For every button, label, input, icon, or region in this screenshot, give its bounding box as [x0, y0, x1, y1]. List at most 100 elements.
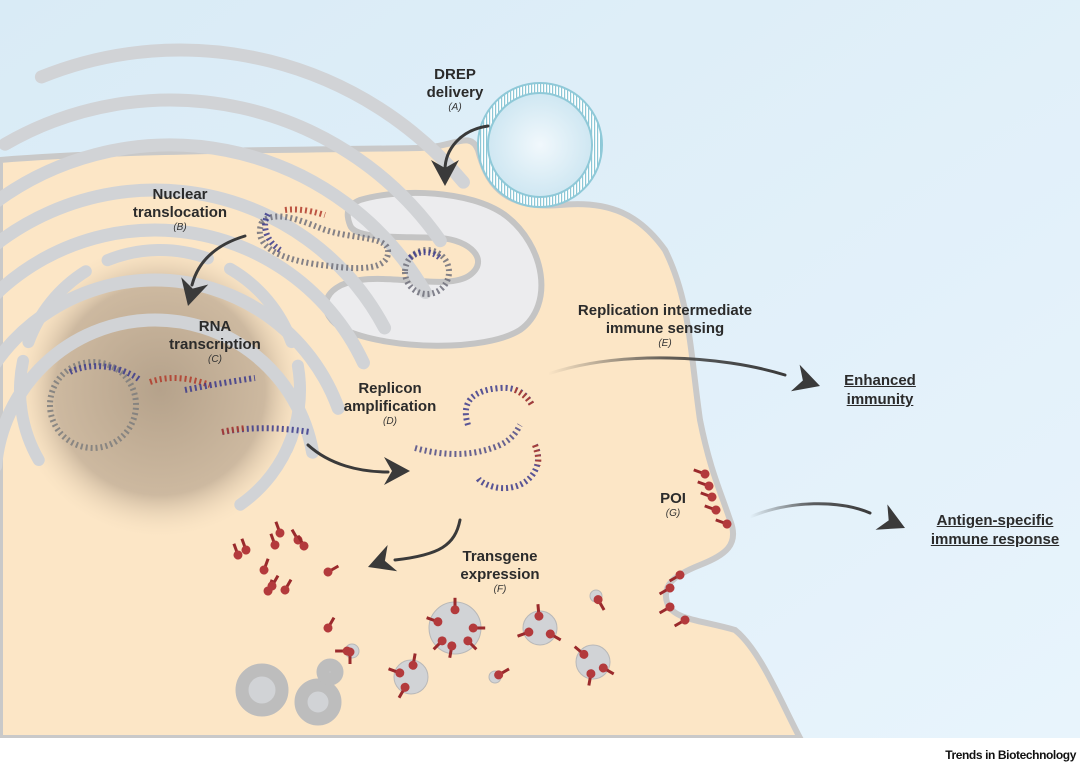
protein-of-interest-icon [668, 570, 685, 583]
secretory-vesicles [232, 521, 615, 699]
mrna-cap [221, 425, 246, 435]
replicon-linear [256, 213, 391, 272]
outcome-line: immunity [846, 391, 914, 408]
nuclear-envelope-segment [22, 265, 92, 349]
label-line: DREP [434, 66, 476, 83]
protein-of-interest-icon [517, 627, 534, 638]
protein-of-interest-icon [259, 558, 270, 575]
vesicle [294, 678, 342, 726]
arrow-amplification-shaft [306, 443, 390, 474]
arrow-expression-head-icon [368, 544, 398, 572]
protein-of-interest-icon [240, 538, 251, 555]
outcome-line: Enhanced [844, 372, 916, 389]
figure: DREP delivery (A) Nuclear translocation … [0, 0, 1080, 741]
outcome-antigen-specific-response: Antigen-specific immune response [920, 511, 1070, 549]
protein-of-interest-icon [598, 663, 615, 676]
rna-strands [47, 111, 600, 492]
label-line: amplification [343, 398, 437, 415]
protein-of-interest-icon [573, 645, 589, 659]
label-line: RNA [198, 318, 232, 335]
er-cisterna [0, 183, 392, 335]
protein-of-interest-icon [658, 583, 675, 596]
protein-of-interest-icon [432, 636, 447, 651]
label-transgene-expression: Transgene expression (F) [440, 548, 560, 596]
protein-of-interest-icon [450, 597, 460, 615]
label-line: Transgene [462, 548, 538, 565]
er-cisterna [0, 93, 447, 248]
mrna [221, 425, 311, 435]
protein-of-interest-icon [700, 491, 717, 502]
protein-of-interest-icon [593, 595, 606, 611]
er-cisterna [0, 273, 345, 415]
protein-of-interest-icon [397, 682, 410, 699]
protein-of-interest-icon [345, 647, 355, 664]
protein-of-interest-icon [704, 504, 721, 515]
arrow-immune-sensing-head-icon [790, 364, 820, 392]
protein-of-interest-icon [296, 534, 309, 551]
nuclear-envelope-segment [14, 354, 45, 466]
dna-segment [68, 363, 142, 383]
arrow-immune-sensing-shaft [546, 356, 787, 377]
outcome-line: Antigen-specific [936, 512, 1054, 529]
step-tag: (E) [658, 338, 672, 349]
protein-of-interest-icon [323, 616, 336, 633]
replicon-amplified [414, 423, 523, 457]
nucleus-interior [10, 240, 310, 540]
protein-of-interest-icon [232, 543, 243, 560]
protein-of-interest-icon [323, 564, 340, 577]
protein-of-interest-icon [658, 602, 675, 615]
replicon-segment [407, 249, 443, 261]
step-tag: (D) [383, 416, 397, 427]
step-tag: (F) [493, 584, 507, 595]
transcript [184, 375, 256, 393]
arrow-amplification-head-icon [384, 457, 410, 485]
arrow-antigen-head-icon [875, 504, 905, 530]
er-cisterna [0, 223, 370, 370]
protein-of-interest-icon [269, 533, 280, 550]
protein-of-interest-icon [447, 641, 457, 659]
label-nuclear-translocation: Nuclear translocation (B) [115, 186, 245, 234]
protein-of-interest-icon [715, 518, 732, 529]
label-line: translocation [132, 204, 228, 221]
arrow-delivery-shaft [443, 124, 490, 172]
label-rna-transcription: RNA transcription (C) [155, 318, 275, 366]
vesicle [316, 658, 344, 686]
replicon-amplified [513, 387, 535, 407]
replicon-segment [284, 206, 326, 218]
label-line: delivery [426, 84, 484, 101]
process-arrows [181, 124, 905, 572]
protein-of-interest-icon [673, 615, 690, 628]
label-line: Nuclear [152, 186, 208, 203]
outcome-enhanced-immunity: Enhanced immunity [830, 371, 930, 409]
protein-of-interest-icon [693, 468, 710, 479]
protein-of-interest-icon [534, 604, 544, 621]
label-immune-sensing: Replication intermediate immune sensing … [560, 302, 770, 350]
step-tag: (G) [665, 508, 681, 519]
poi-membrane-proteins [658, 468, 732, 628]
endoplasmic-reticulum [0, 43, 470, 726]
protein-of-interest-icon [545, 629, 562, 642]
protein-of-interest-icon [494, 667, 510, 680]
arrow-expression-shaft [393, 518, 462, 562]
label-line: POI [660, 490, 686, 507]
protein-of-interest-icon [468, 623, 486, 633]
arrow-antigen-shaft [748, 502, 872, 519]
arrow-nuclear-head-icon [181, 277, 209, 306]
er-cisterna [34, 43, 470, 189]
protein-of-interest-icon [426, 616, 443, 627]
step-tag: (C) [208, 354, 222, 365]
step-tag: (A) [448, 102, 462, 113]
arrow-delivery-head-icon [431, 160, 459, 186]
protein-of-interest-icon [408, 653, 418, 670]
label-replicon-amplification: Replicon amplification (D) [325, 380, 455, 428]
arrow-nuclear-shaft [190, 234, 247, 287]
protein-of-interest-icon [463, 636, 478, 651]
er-cisterna [0, 313, 320, 471]
label-line: transcription [169, 336, 261, 353]
nuclear-envelope-segment [101, 244, 214, 267]
lipid-nanoparticle [477, 82, 603, 208]
label-drep-delivery: DREP delivery (A) [405, 66, 505, 114]
journal-credit: Trends in Biotechnology [945, 748, 1076, 762]
protein-of-interest-icon [280, 578, 293, 595]
protein-of-interest-icon [274, 521, 285, 538]
